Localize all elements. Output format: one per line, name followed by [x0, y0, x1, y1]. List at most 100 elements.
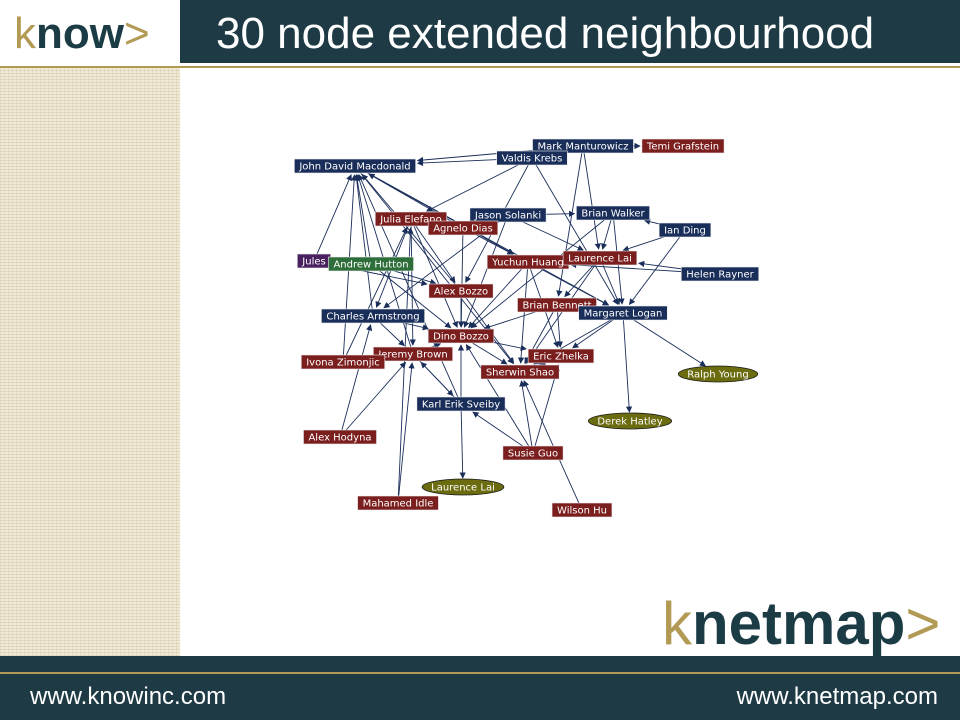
node-label: Yuchun Huang: [491, 258, 564, 269]
node-label: Alex Hodyna: [308, 433, 371, 444]
node-label: Karl Erik Sveiby: [422, 400, 500, 411]
node-laurence-o[interactable]: Laurence Lai: [421, 478, 505, 496]
node-label: Ralph Young: [687, 370, 748, 381]
node-wilson[interactable]: Wilson Hu: [551, 502, 613, 518]
title-bar: 30 node extended neighbourhood: [180, 0, 960, 66]
node-label: Andrew Hutton: [333, 260, 408, 271]
node-shape: [328, 256, 414, 272]
edge-valdis-margaret: [531, 157, 619, 305]
node-helen[interactable]: Helen Rayner: [680, 266, 760, 282]
logo-chevron: >: [123, 9, 150, 58]
node-label: Jules: [301, 257, 325, 268]
node-derek[interactable]: Derek Hatley: [587, 412, 673, 430]
node-brian-w[interactable]: Brian Walker: [576, 205, 650, 221]
node-alex-h[interactable]: Alex Hodyna: [303, 429, 377, 445]
node-charles[interactable]: Charles Armstrong: [321, 308, 425, 324]
node-label: Brian Walker: [581, 209, 645, 220]
footer-link-knowinc[interactable]: www.knowinc.com: [30, 683, 227, 710]
edge-laurence_r-margaret: [599, 257, 621, 305]
node-label: Charles Armstrong: [326, 312, 419, 323]
edge-brian_w-dino: [470, 212, 614, 329]
node-label: Julia Elefano: [379, 215, 442, 226]
node-shape: [517, 297, 597, 313]
node-shape: [480, 364, 560, 380]
footer-link-knetmap[interactable]: www.knetmap.com: [736, 683, 938, 710]
node-label: Margaret Logan: [584, 309, 663, 320]
node-label: Valdis Krebs: [502, 154, 563, 165]
node-jason[interactable]: Jason Solanki: [469, 207, 547, 223]
node-shape: [587, 412, 673, 430]
edge-ian-margaret: [628, 229, 686, 306]
node-dino[interactable]: Dino Bozzo: [427, 328, 495, 344]
node-john[interactable]: John David Macdonald: [294, 158, 416, 174]
node-label: Laurence Lai: [568, 254, 632, 265]
node-shape: [496, 150, 568, 166]
node-agnelo[interactable]: Agnelo Dias: [427, 220, 499, 236]
node-shape: [502, 445, 564, 461]
node-shape: [469, 207, 547, 223]
footer-bar: [0, 656, 960, 720]
edge-mark-laurence_r: [582, 145, 601, 250]
node-shape: [421, 478, 505, 496]
node-yuchun[interactable]: Yuchun Huang: [486, 254, 570, 270]
node-shape: [427, 220, 499, 236]
node-mark[interactable]: Mark Manturowicz: [532, 138, 634, 154]
node-karl[interactable]: Karl Erik Sveiby: [416, 396, 506, 412]
edge-alex_h-jeremy: [339, 361, 407, 438]
node-shape: [300, 354, 386, 370]
node-ivona[interactable]: Ivona Zimonjic: [300, 354, 386, 370]
node-ian[interactable]: Ian Ding: [658, 222, 712, 238]
node-shape: [677, 365, 759, 383]
node-shape: [562, 250, 638, 266]
edge-ivona-julia: [342, 227, 408, 363]
node-shape: [303, 429, 377, 445]
node-shape: [641, 138, 725, 154]
edge-julia-jeremy: [409, 218, 416, 346]
edge-jason-dino: [463, 214, 509, 328]
node-jeremy[interactable]: Jeremy Brown: [373, 346, 453, 362]
node-label: Alex Bozzo: [434, 287, 488, 298]
edge-susie-sherwin: [519, 380, 534, 454]
node-andrew[interactable]: Andrew Hutton: [328, 256, 414, 272]
edge-wilson-sherwin: [523, 380, 583, 511]
node-label: Jeremy Brown: [377, 350, 447, 361]
node-label: Mahamed Idle: [363, 499, 434, 510]
edge-mahamed-julia: [397, 227, 414, 504]
node-label: Helen Rayner: [686, 270, 754, 281]
node-ralph[interactable]: Ralph Young: [677, 365, 759, 383]
know-logo-text: know>: [14, 9, 150, 58]
edge-jules-john: [313, 174, 352, 262]
node-alex-b[interactable]: Alex Bozzo: [428, 283, 494, 299]
node-label: Susie Guo: [508, 449, 558, 460]
node-jules[interactable]: Jules: [296, 253, 332, 269]
node-eric[interactable]: Eric Zhelka: [527, 348, 595, 364]
edge-agnelo-dino: [458, 227, 465, 328]
node-label: Agnelo Dias: [433, 224, 493, 235]
edge-julia-dino: [410, 218, 458, 328]
node-margaret[interactable]: Margaret Logan: [578, 305, 668, 321]
node-laurence-r[interactable]: Laurence Lai: [562, 250, 638, 266]
node-label: Derek Hatley: [597, 417, 662, 428]
node-susie[interactable]: Susie Guo: [502, 445, 564, 461]
node-label: Ivona Zimonjic: [306, 358, 380, 369]
edge-margaret-ralph: [622, 312, 707, 367]
edge-john-yuchun: [354, 165, 515, 255]
node-label: Jason Solanki: [474, 211, 541, 222]
edge-agnelo-john: [368, 173, 464, 229]
know-logo: know>: [0, 0, 180, 66]
edge-andrew-john: [354, 174, 372, 265]
edge-mahamed-jeremy: [397, 362, 415, 504]
node-brian-b[interactable]: Brian Bennett: [517, 297, 597, 313]
page-title: 30 node extended neighbourhood: [216, 9, 875, 58]
node-shape: [321, 308, 425, 324]
node-label: Dino Bozzo: [433, 332, 489, 343]
node-sherwin[interactable]: Sherwin Shao: [480, 364, 560, 380]
node-shape: [578, 305, 668, 321]
node-valdis[interactable]: Valdis Krebs: [496, 150, 568, 166]
node-mahamed[interactable]: Mahamed Idle: [357, 495, 439, 511]
node-label: Eric Zhelka: [533, 352, 589, 363]
node-shape: [680, 266, 760, 282]
edge-mark-brian_b: [556, 145, 584, 297]
node-temi[interactable]: Temi Grafstein: [641, 138, 725, 154]
